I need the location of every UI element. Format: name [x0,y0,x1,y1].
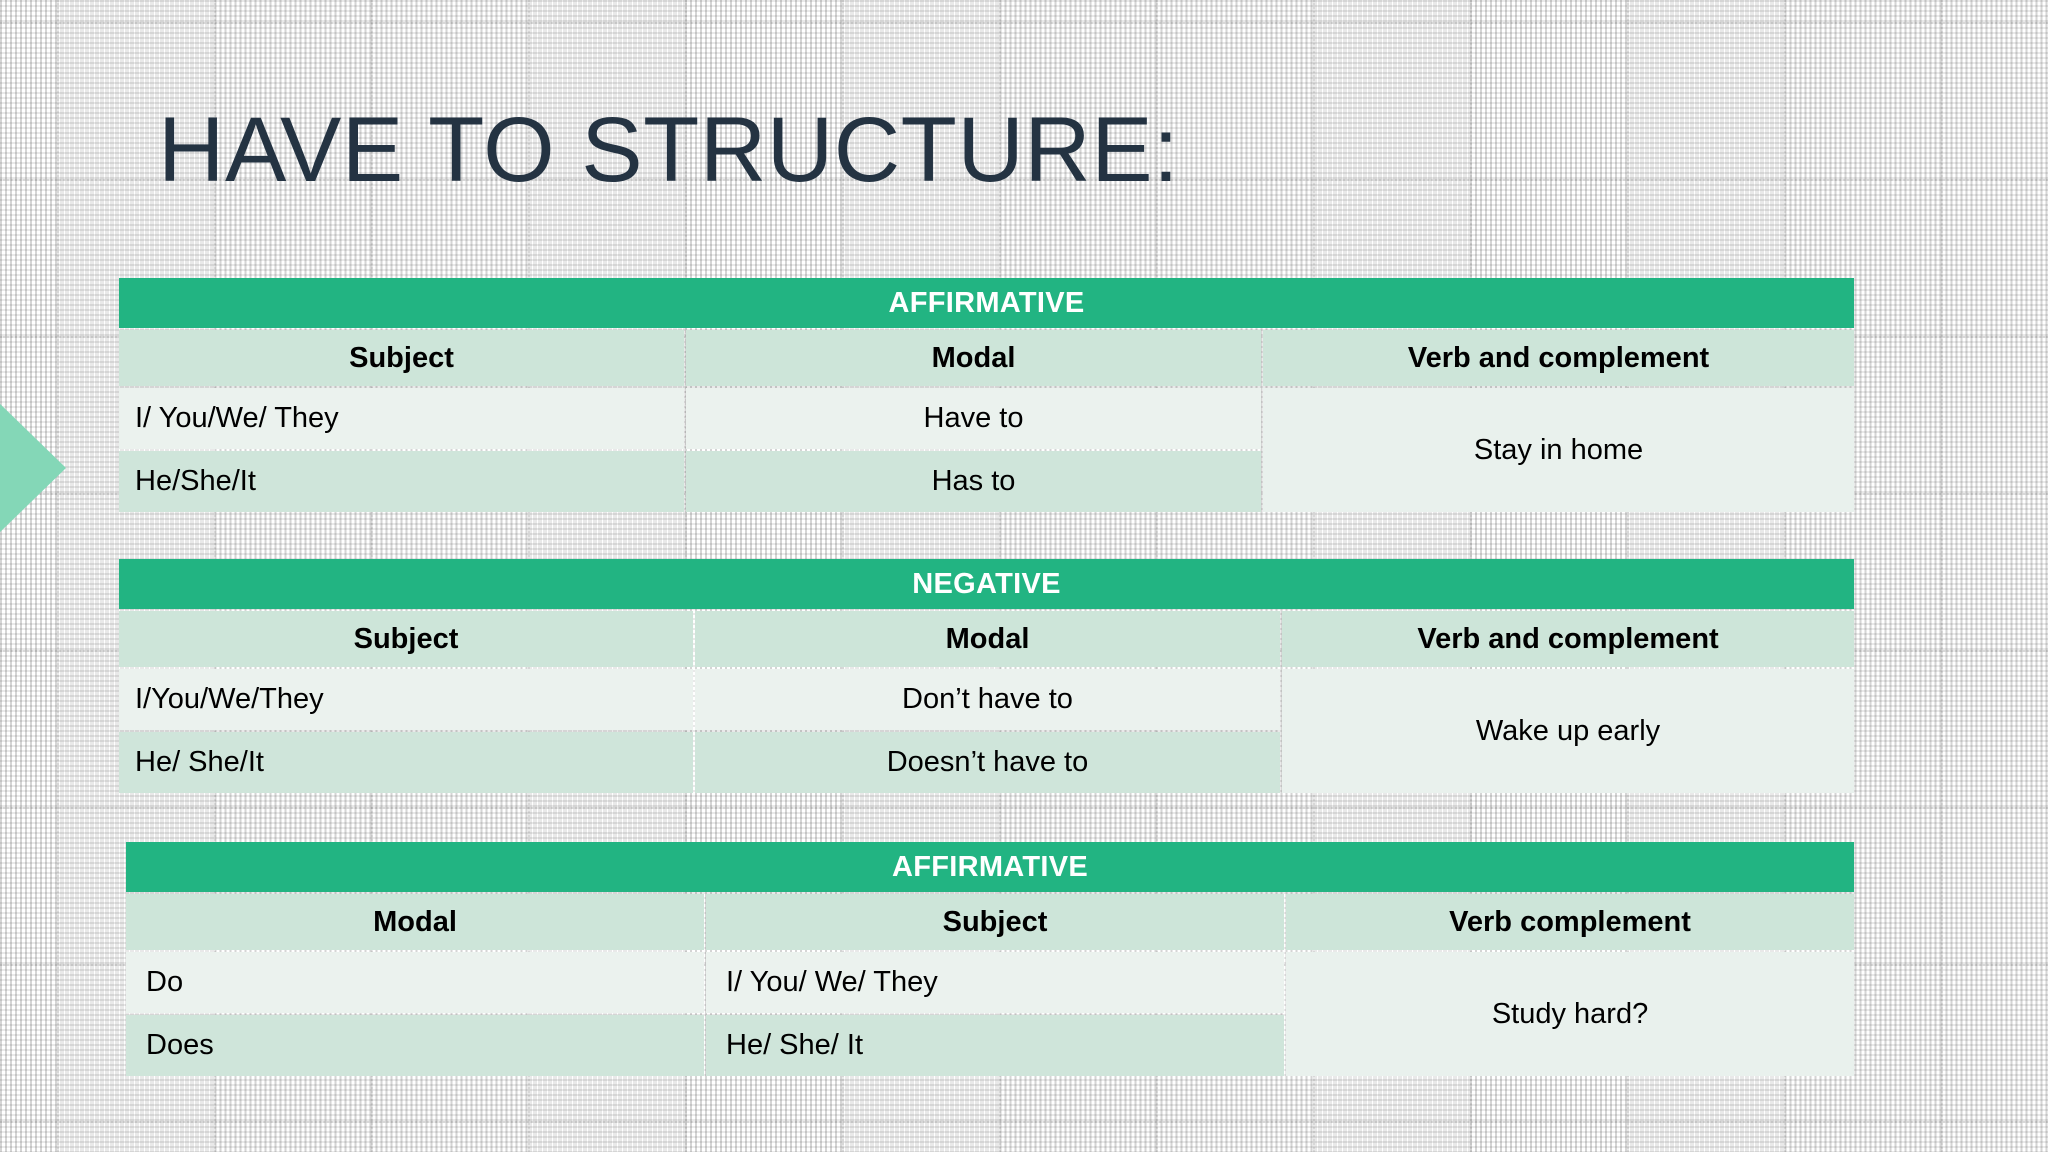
table-band-label: AFFIRMATIVE [119,278,1855,328]
table-band-row: AFFIRMATIVE [119,278,1855,328]
table-band-row: NEGATIVE [119,559,1855,609]
affirmative-question-table: AFFIRMATIVE Modal Subject Verb complemen… [124,840,1856,1078]
table-band-label: AFFIRMATIVE [126,842,1855,892]
page-title: HAVE TO STRUCTURE: [158,99,1180,201]
cell-subject: He/ She/It [119,732,693,793]
left-pointer-arrow-icon [0,400,66,536]
cell-merged-verb-complement: Stay in home [1263,388,1855,512]
grid-hline [0,22,2048,24]
grid-hline [0,1121,2048,1123]
cell-modal: Don’t have to [695,669,1280,730]
grid-vline [57,0,59,1152]
table-header-row: Subject Modal Verb and complement [119,330,1855,386]
cell-modal: Doesn’t have to [695,732,1280,793]
table-row: Do I/ You/ We/ They Study hard? [126,952,1855,1076]
grid-hline [0,807,2048,809]
table-row: I/You/We/They Don’t have to Wake up earl… [119,669,1855,793]
table-band-row: AFFIRMATIVE [126,842,1855,892]
column-header-verb: Verb and complement [1282,611,1855,667]
column-header-verb: Verb complement [1286,894,1855,950]
table-band-label: NEGATIVE [119,559,1855,609]
column-header-subject: Subject [119,611,693,667]
cell-modal: Has to [686,451,1261,512]
column-header-modal: Modal [695,611,1280,667]
table-row: I/ You/We/ They Have to Stay in home [119,388,1855,512]
column-header-subject: Subject [706,894,1284,950]
cell-subject: I/You/We/They [119,669,693,730]
negative-have-to-table: NEGATIVE Subject Modal Verb and compleme… [117,557,1856,795]
table-row: He/ She/It Doesn’t have to [119,732,1854,793]
table-row: He/She/It Has to [119,451,1854,512]
table-row: Does He/ She/ It [126,1015,1854,1076]
column-header-verb: Verb and complement [1263,330,1855,386]
table-header-row: Modal Subject Verb complement [126,894,1855,950]
cell-modal: Do [126,952,704,1013]
cell-modal: Have to [686,388,1261,449]
cell-merged-verb-complement: Wake up early [1282,669,1855,793]
table-header-row: Subject Modal Verb and complement [119,611,1855,667]
grid-vline [1941,0,1943,1152]
column-header-modal: Modal [126,894,704,950]
cell-merged-verb-complement: Study hard? [1286,952,1855,1076]
column-header-subject: Subject [119,330,684,386]
cell-subject: He/She/It [119,451,684,512]
cell-modal: Does [126,1015,704,1076]
cell-subject: He/ She/ It [706,1015,1284,1076]
cell-subject: I/ You/ We/ They [706,952,1284,1013]
affirmative-have-to-table: AFFIRMATIVE Subject Modal Verb and compl… [117,276,1856,514]
column-header-modal: Modal [686,330,1261,386]
cell-subject: I/ You/We/ They [119,388,684,449]
